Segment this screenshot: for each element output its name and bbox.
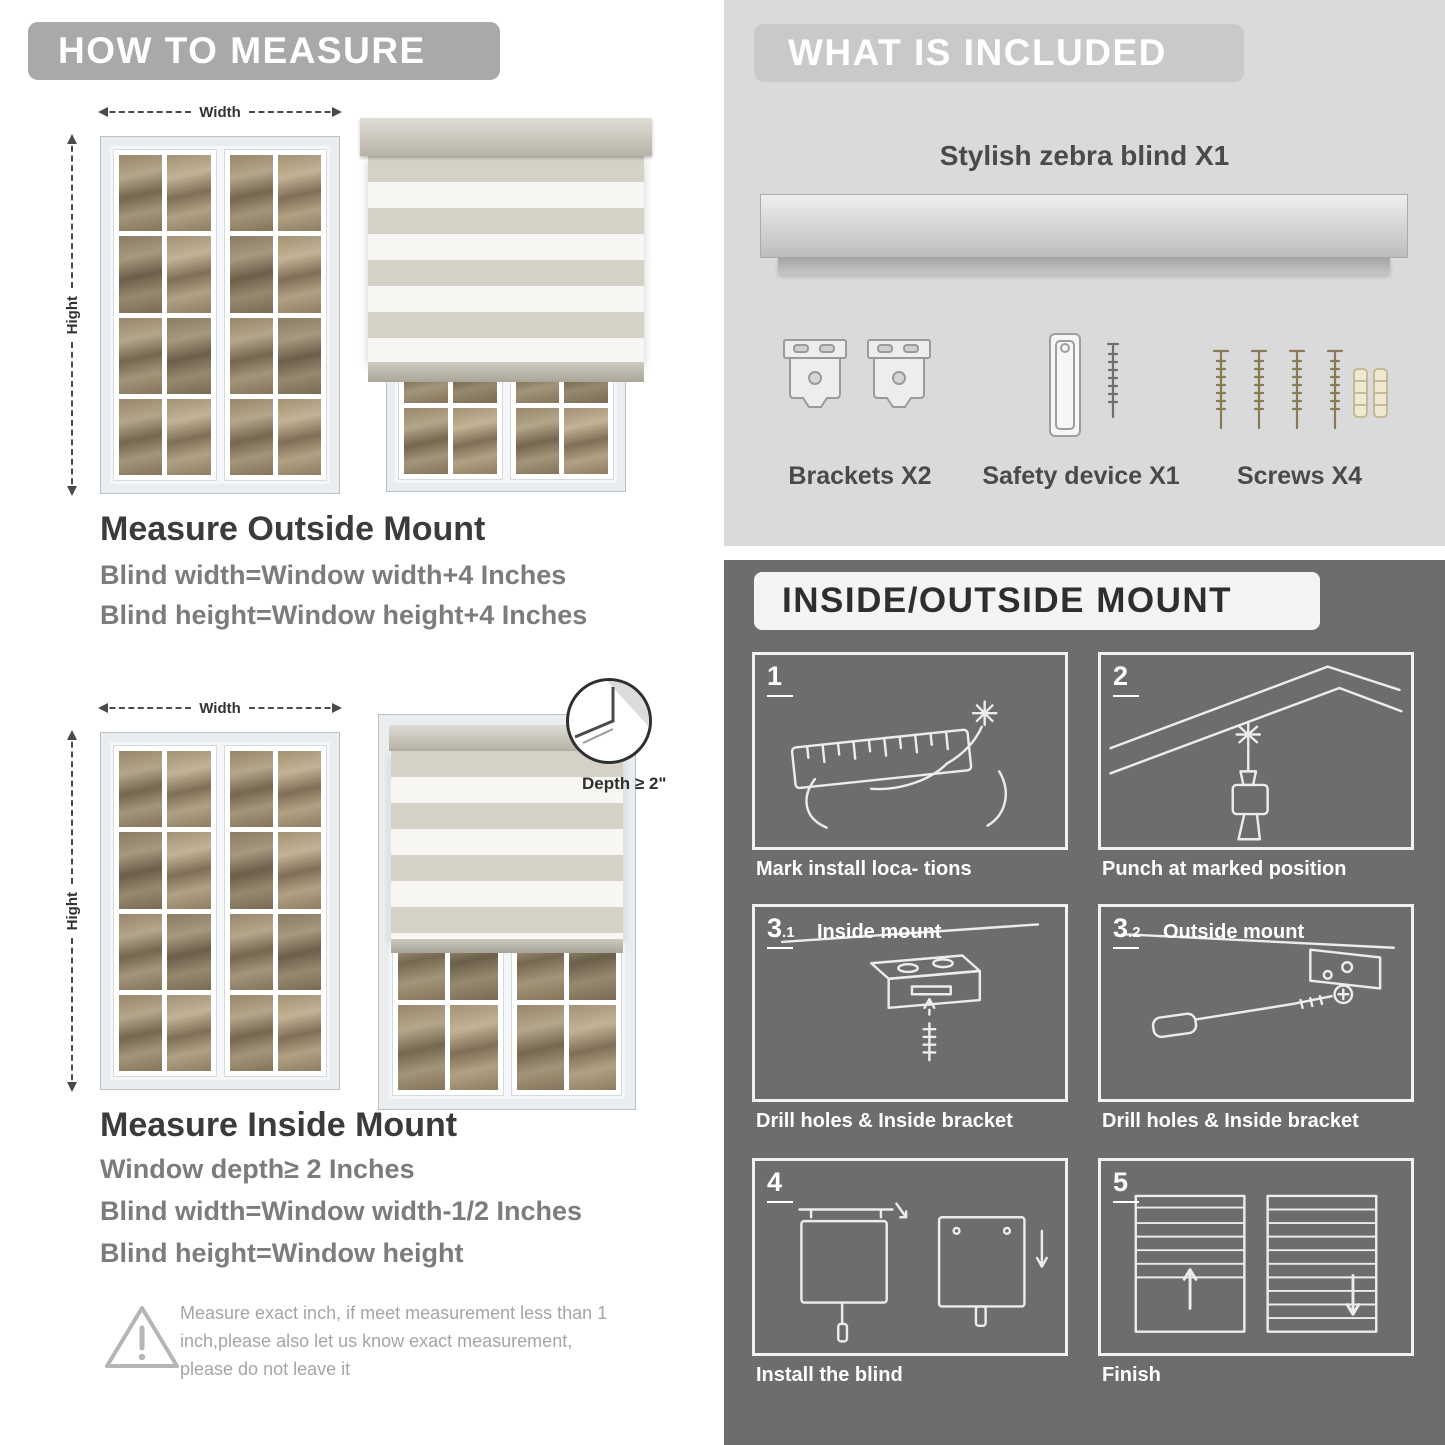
outside-mount-line-1: Blind width=Window width+4 Inches xyxy=(100,560,567,590)
mark-location-illustration xyxy=(790,700,1007,829)
screws-label: Screws X4 xyxy=(1236,462,1363,490)
blind-headrail-lip xyxy=(778,257,1390,274)
arrow-line xyxy=(67,134,77,288)
zebra-stripes xyxy=(391,751,623,939)
arrow-line xyxy=(67,342,77,496)
inside-mount-line-1: Window depth≥ 2 Inches xyxy=(100,1154,415,1184)
product-label: Stylish zebra blind X1 xyxy=(939,140,1230,171)
step-number: 3.1 xyxy=(767,915,795,949)
width-arrow-outside: Width xyxy=(97,102,343,122)
step-inline-title: Inside mount xyxy=(817,921,942,943)
safety-device-icon xyxy=(1049,333,1120,437)
step-caption-5: Finish xyxy=(1102,1364,1161,1386)
outside-mount-blind-illustration xyxy=(360,118,652,492)
outside-mount-title: Measure Outside Mount xyxy=(100,510,486,548)
window-sash xyxy=(223,149,327,481)
height-label: Hight xyxy=(63,295,81,335)
blind-bottomrail xyxy=(391,939,623,953)
step-number: 1 xyxy=(767,663,793,697)
step-number: 4 xyxy=(767,1169,793,1203)
height-arrow-inside: Hight xyxy=(62,730,82,1092)
step-caption-3-1: Drill holes & Inside bracket xyxy=(756,1110,1013,1132)
arrow-line xyxy=(97,703,192,713)
step-number: 5 xyxy=(1113,1169,1139,1203)
install-blind-illustration xyxy=(798,1202,1048,1343)
how-to-measure-banner: HOW TO MEASURE xyxy=(28,22,500,80)
step-caption-2: Punch at marked position xyxy=(1102,858,1347,880)
width-arrow-inside: Width xyxy=(97,698,343,718)
screws-icon xyxy=(1212,349,1388,430)
brackets-label: Brackets X2 xyxy=(788,462,932,490)
arrow-line xyxy=(248,107,343,117)
step-number: 2 xyxy=(1113,663,1139,697)
step-panel-2: 2 xyxy=(1098,652,1414,850)
inside-mount-title: Measure Inside Mount xyxy=(100,1106,458,1144)
step-caption-1: Mark install loca- tions xyxy=(756,858,972,880)
step-panel-3-1: 3.1 Inside mount xyxy=(752,904,1068,1102)
inside-bracket-illustration xyxy=(780,923,1040,1062)
arrow-line xyxy=(248,703,343,713)
step-panel-4: 4 xyxy=(752,1158,1068,1356)
drill-illustration xyxy=(1109,665,1403,841)
depth-callout-label: Depth ≥ 2" xyxy=(582,774,667,793)
step-panel-5: 5 xyxy=(1098,1158,1414,1356)
depth-callout-circle xyxy=(566,678,652,764)
width-label: Width xyxy=(199,103,241,121)
arrow-line xyxy=(67,730,77,884)
arrow-line xyxy=(97,107,192,117)
window-depth-zoom-icon xyxy=(574,681,649,744)
finish-illustration xyxy=(1134,1194,1378,1333)
window-illustration-inside xyxy=(100,732,340,1090)
measure-note: Measure exact inch, if meet measurement … xyxy=(180,1303,608,1379)
step-panel-3-2: 3.2 Outside mount xyxy=(1098,904,1414,1102)
arrow-line xyxy=(67,938,77,1092)
height-arrow-outside: Hight xyxy=(62,134,82,496)
mount-title: INSIDE/OUTSIDE MOUNT xyxy=(782,581,1233,620)
outside-mount-line-2: Blind height=Window height+4 Inches xyxy=(100,600,588,630)
what-is-included-section: WHAT IS INCLUDED Stylish zebra blind X1 xyxy=(724,0,1445,546)
width-label: Width xyxy=(199,699,241,717)
how-to-measure-title: HOW TO MEASURE xyxy=(58,30,426,71)
blind-bottomrail xyxy=(368,362,644,382)
mount-banner: INSIDE/OUTSIDE MOUNT xyxy=(754,572,1320,630)
step-inline-title: Outside mount xyxy=(1163,921,1305,943)
step-number: 3.2 xyxy=(1113,915,1141,949)
safety-device-label: Safety device X1 xyxy=(982,462,1180,490)
blind-headrail-product xyxy=(760,194,1408,258)
window-sash xyxy=(113,149,217,481)
what-is-included-title: WHAT IS INCLUDED xyxy=(788,32,1167,73)
window-frame xyxy=(110,146,330,484)
height-label: Hight xyxy=(63,891,81,931)
warning-triangle-icon xyxy=(105,1306,179,1368)
inside-mount-line-3: Blind height=Window height xyxy=(100,1238,464,1268)
mount-instructions-section: INSIDE/OUTSIDE MOUNT 1 Mark xyxy=(724,560,1445,1445)
brackets-icon xyxy=(783,339,931,408)
what-is-included-banner: WHAT IS INCLUDED xyxy=(754,24,1244,82)
zebra-stripes xyxy=(368,156,644,362)
step-caption-4: Install the blind xyxy=(756,1364,903,1386)
step-caption-3-2: Drill holes & Inside bracket xyxy=(1102,1110,1359,1132)
step-panel-1: 1 xyxy=(752,652,1068,850)
inside-mount-blind-illustration xyxy=(378,714,636,1110)
inside-mount-line-2: Blind width=Window width-1/2 Inches xyxy=(100,1196,583,1226)
blind-headrail xyxy=(360,118,652,156)
outside-bracket-illustration xyxy=(1120,932,1395,1039)
window-illustration-outside xyxy=(100,136,340,494)
